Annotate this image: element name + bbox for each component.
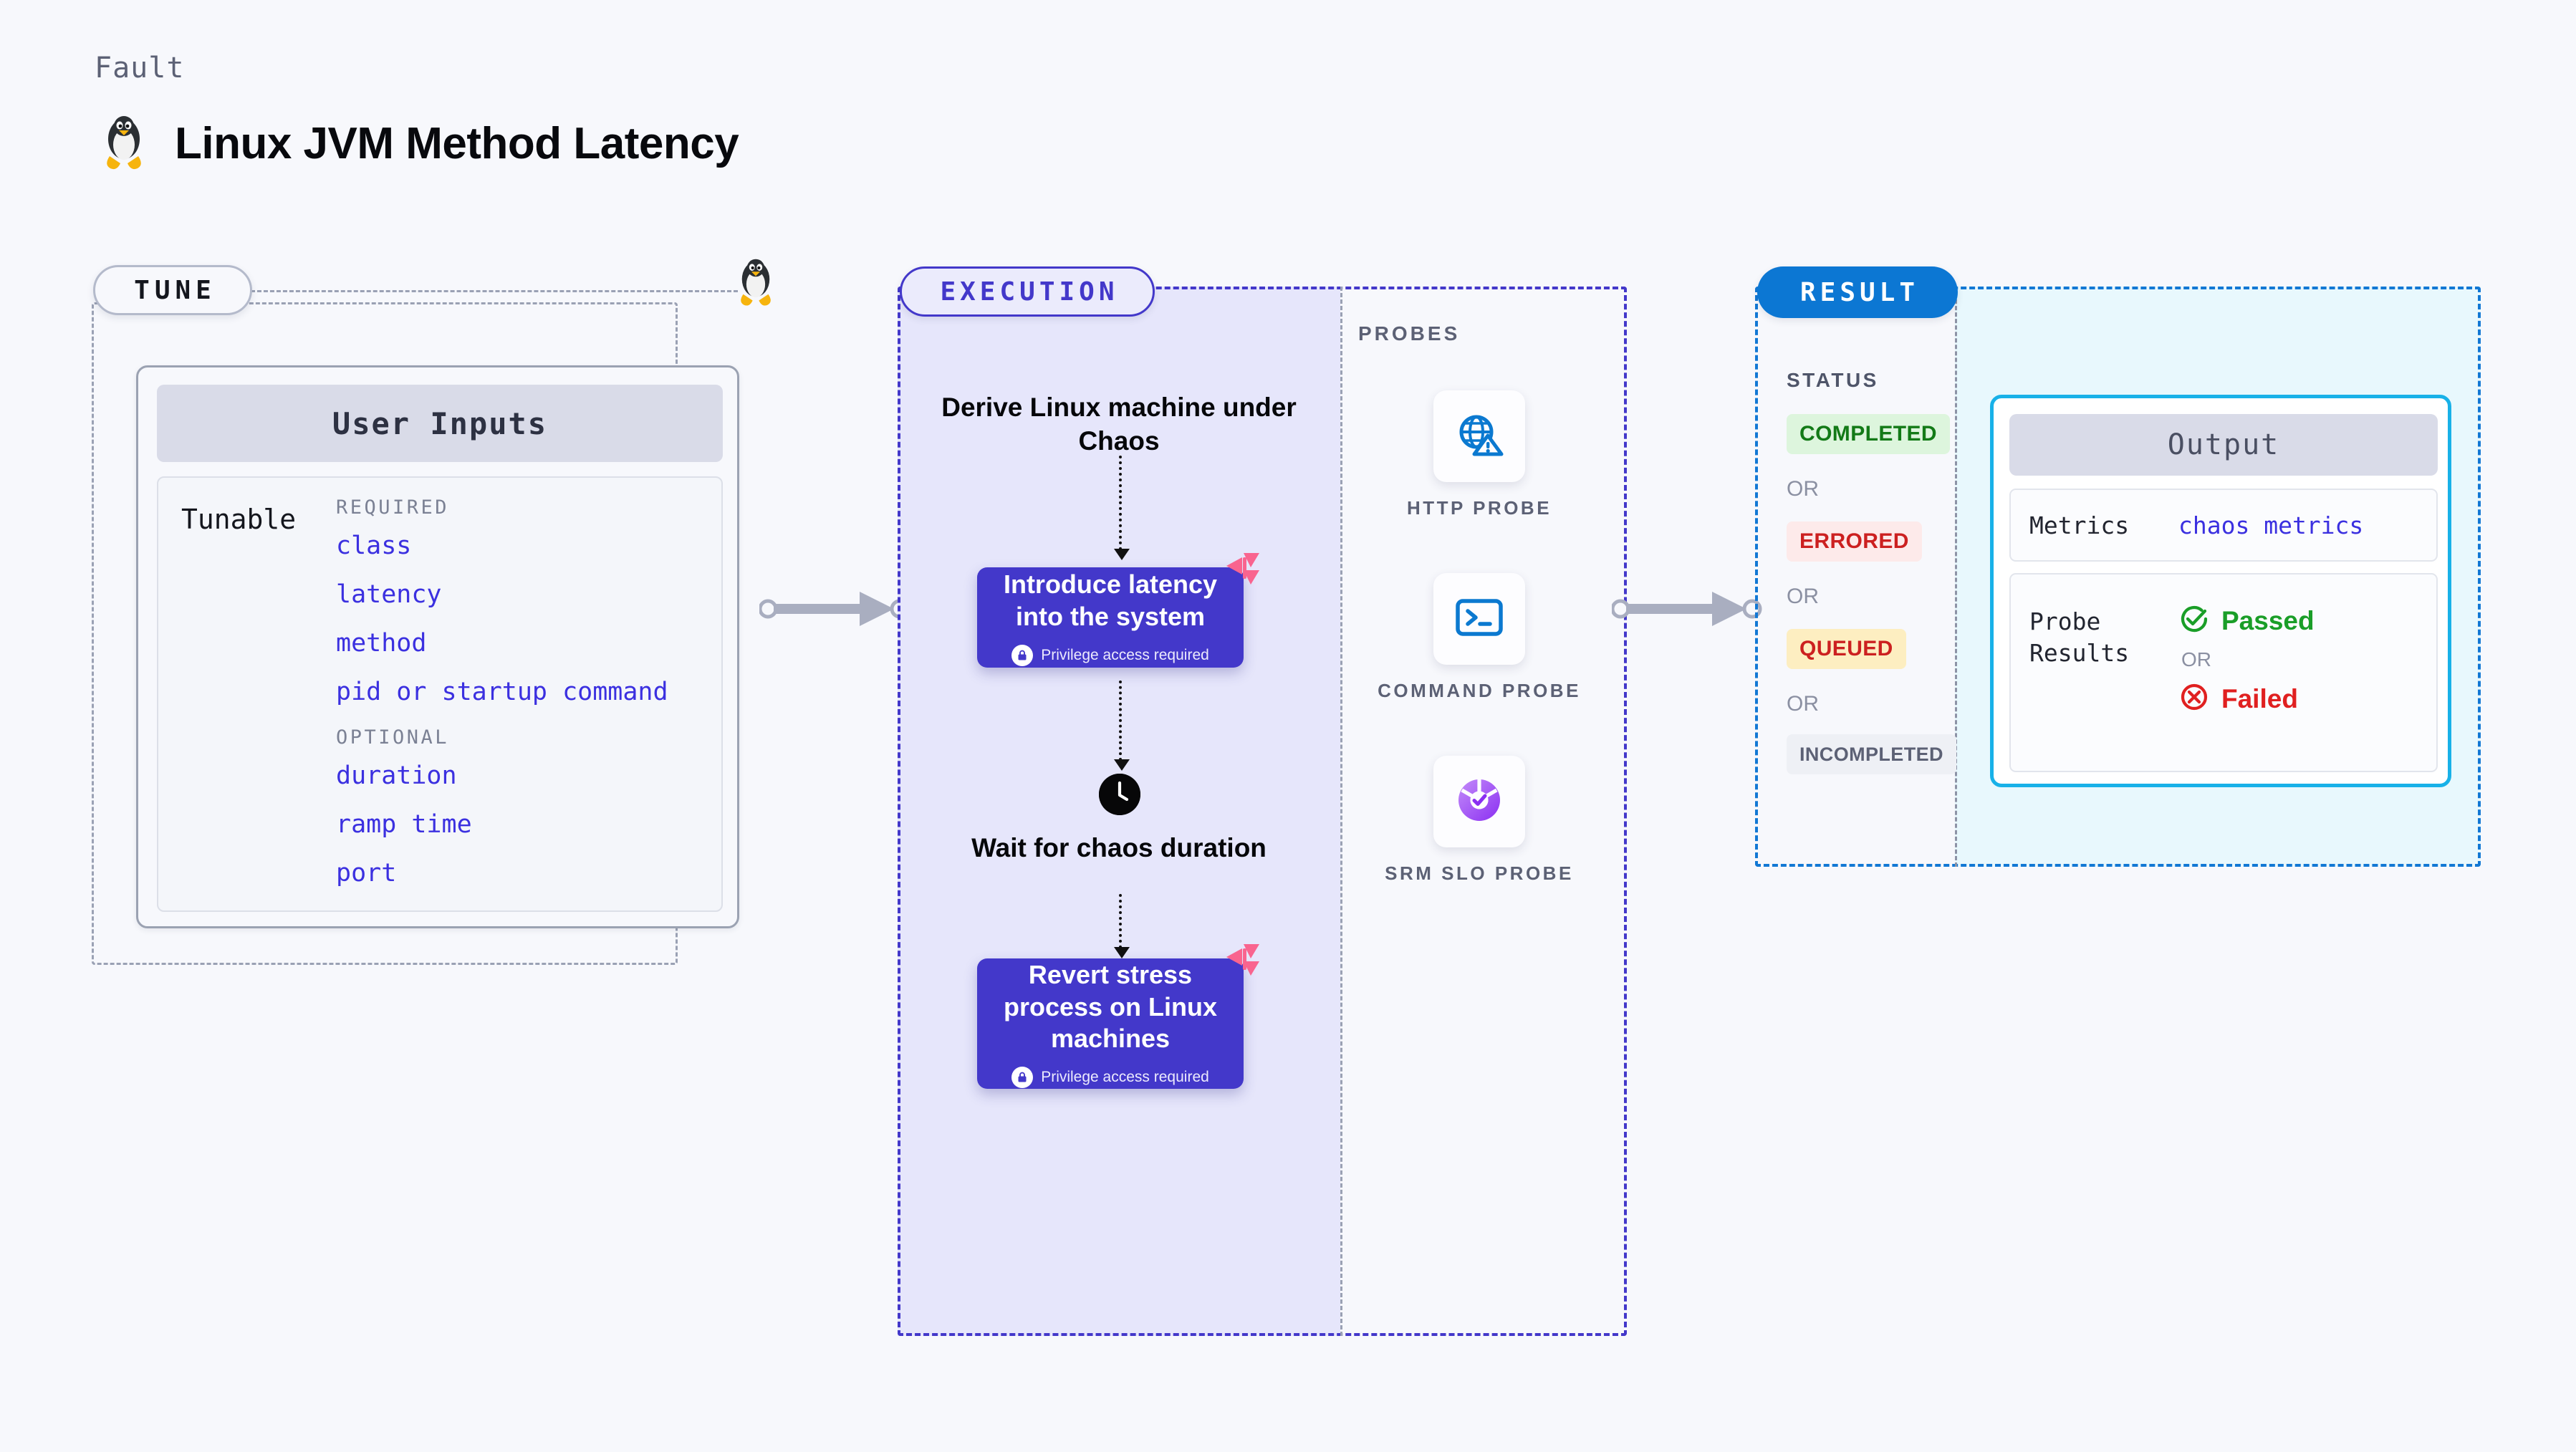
- privilege-row: Privilege access required: [1011, 1066, 1209, 1088]
- tunable-card: Tunable REQUIRED class latency method pi…: [157, 476, 723, 912]
- probe-results-or: OR: [2181, 648, 2211, 670]
- tunable-item-duration[interactable]: duration: [336, 761, 457, 790]
- result-pill[interactable]: RESULT: [1757, 266, 1958, 318]
- user-inputs-title: User Inputs: [332, 405, 548, 441]
- tux-penguin-icon: [735, 258, 777, 312]
- probe-label-command: COMMAND PROBE: [1378, 680, 1581, 701]
- status-or-1: OR: [1787, 477, 1819, 501]
- execution-probes-divider: [1340, 287, 1342, 1336]
- status-or-3: OR: [1787, 692, 1819, 716]
- privilege-row: Privilege access required: [1011, 644, 1209, 666]
- execution-probes-frame: [898, 287, 1627, 1336]
- slo-donut-check-icon: [1452, 773, 1506, 831]
- tunable-item-ramp-time[interactable]: ramp time: [336, 810, 472, 839]
- tux-penguin-icon: [100, 115, 148, 172]
- flow-arrow-2: [1114, 681, 1130, 771]
- flow-arrow-3: [1114, 894, 1130, 958]
- privilege-text: Privilege access required: [1041, 646, 1209, 663]
- x-circle-icon: [2178, 681, 2210, 716]
- action-card-title: Introduce latency into the system: [1003, 569, 1218, 631]
- output-card: Output Metrics chaos metrics Probe Resul…: [1990, 395, 2451, 787]
- lock-icon: [1011, 1066, 1034, 1088]
- action-card-introduce-latency[interactable]: Introduce latency into the system Privil…: [977, 553, 1259, 668]
- tunable-item-class[interactable]: class: [336, 532, 412, 560]
- probe-tile-command[interactable]: [1433, 573, 1525, 665]
- execution-step-derive: Derive Linux machine under Chaos: [941, 393, 1297, 456]
- tunable-item-port[interactable]: port: [336, 859, 397, 888]
- fault-kicker: Fault: [95, 52, 185, 85]
- metrics-value[interactable]: chaos metrics: [2178, 511, 2364, 539]
- probe-result-passed: Passed: [2178, 603, 2315, 638]
- status-badge-completed: COMPLETED: [1787, 414, 1950, 454]
- execution-pill[interactable]: EXECUTION: [900, 266, 1155, 317]
- user-inputs-header: User Inputs: [157, 385, 723, 462]
- probe-results-key: Probe Results: [2029, 607, 2130, 667]
- status-title: STATUS: [1787, 369, 1879, 391]
- tune-top-dashed-line: [251, 290, 738, 292]
- output-probe-results-row: Probe Results Passed OR: [2009, 573, 2438, 772]
- lock-icon: [1011, 644, 1034, 666]
- connector-tune-to-execution: [758, 587, 910, 634]
- status-badge-errored: ERRORED: [1787, 521, 1922, 562]
- tune-pill-label: TUNE: [134, 275, 216, 305]
- probe-passed-label: Passed: [2221, 605, 2315, 635]
- output-header: Output: [2009, 414, 2438, 476]
- result-status-output-divider: [1955, 287, 1957, 867]
- page-title: Linux JVM Method Latency: [175, 118, 739, 168]
- status-or-2: OR: [1787, 585, 1819, 608]
- tunable-item-method[interactable]: method: [336, 629, 427, 658]
- execution-pill-label: EXECUTION: [940, 277, 1119, 307]
- probe-label-srm-slo: SRM SLO PROBE: [1385, 862, 1574, 884]
- tunable-list: REQUIRED class latency method pid or sta…: [336, 496, 668, 908]
- flow-arrow-1: [1114, 456, 1130, 560]
- result-pill-label: RESULT: [1799, 277, 1920, 307]
- tunable-item-latency[interactable]: latency: [336, 580, 442, 609]
- probe-tile-srm-slo[interactable]: [1433, 756, 1525, 847]
- harness-logo-icon: [1219, 940, 1264, 988]
- action-card-revert-stress[interactable]: Revert stress process on Linux machines …: [977, 944, 1259, 1089]
- result-section-frame: [1755, 287, 2481, 867]
- probe-result-failed: Failed: [2178, 681, 2315, 716]
- required-group-label: REQUIRED: [336, 496, 450, 519]
- probe-tile-http[interactable]: [1433, 390, 1525, 482]
- check-circle-icon: [2178, 603, 2210, 638]
- connector-probes-to-result: [1610, 587, 1762, 634]
- metrics-key: Metrics: [2029, 511, 2130, 539]
- terminal-icon: [1454, 595, 1504, 643]
- status-badge-queued: QUEUED: [1787, 629, 1906, 669]
- probe-label-http: HTTP PROBE: [1406, 497, 1552, 519]
- user-inputs-card: User Inputs Tunable REQUIRED class laten…: [136, 365, 739, 928]
- page-title-row: Linux JVM Method Latency: [100, 115, 739, 172]
- status-badge-incompleted: INCOMPLETED: [1787, 734, 1956, 774]
- probe-failed-label: Failed: [2221, 683, 2298, 713]
- globe-warning-icon: [1454, 410, 1504, 463]
- tune-pill[interactable]: TUNE: [93, 265, 252, 315]
- action-card-title: Revert stress process on Linux machines: [1003, 960, 1218, 1054]
- tunable-item-pid-or-startup-command[interactable]: pid or startup command: [336, 678, 668, 706]
- probe-results-values: Passed OR Failed: [2178, 603, 2315, 771]
- execution-step-wait: Wait for chaos duration: [971, 833, 1267, 862]
- output-metrics-row: Metrics chaos metrics: [2009, 489, 2438, 562]
- probes-title: PROBES: [1358, 322, 1461, 345]
- optional-group-label: OPTIONAL: [336, 726, 450, 749]
- output-title: Output: [2167, 428, 2280, 461]
- privilege-text: Privilege access required: [1041, 1068, 1209, 1085]
- tunable-label: Tunable: [181, 504, 297, 535]
- clock-icon: [1099, 774, 1140, 815]
- harness-logo-icon: [1219, 549, 1264, 597]
